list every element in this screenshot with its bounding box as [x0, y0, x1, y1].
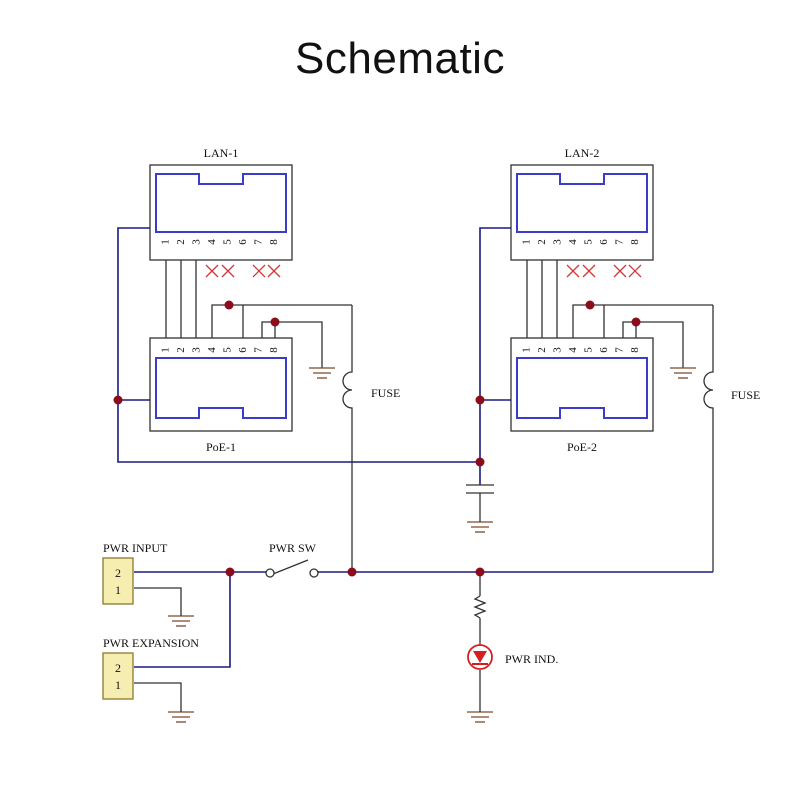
ground-icon — [467, 711, 493, 723]
lan1-label: LAN-1 — [204, 146, 239, 160]
no-connect-x — [267, 264, 281, 278]
no-connect-x — [221, 264, 235, 278]
no-connect-x — [582, 264, 596, 278]
set2-wiring — [479, 227, 714, 572]
ground-icon — [168, 615, 194, 627]
ground-icon — [168, 711, 194, 723]
no-connect-marks — [205, 264, 642, 278]
poe2-pin-6: 6 — [598, 347, 610, 353]
poe1-pin-1: 1 — [160, 347, 172, 353]
lan2-pin-2: 2 — [536, 239, 548, 245]
ground-icon — [670, 367, 696, 379]
fuse1-label: FUSE — [371, 386, 400, 400]
page-title: Schematic — [295, 34, 505, 83]
pwr-ind-label: PWR IND. — [505, 652, 558, 666]
set1-wiring — [117, 227, 480, 572]
pwr-input-connector — [102, 557, 134, 605]
lan1-pin-3: 3 — [191, 239, 203, 245]
poe1-pin-6: 6 — [237, 347, 249, 353]
ground-icon — [467, 521, 493, 533]
poe1-jack — [149, 337, 293, 432]
lan1-pin-8: 8 — [268, 239, 280, 245]
led-icon — [467, 644, 493, 670]
poe1-pin-2: 2 — [175, 347, 187, 353]
poe1-label: PoE-1 — [206, 440, 236, 454]
poe1-pin-3: 3 — [191, 347, 203, 353]
junction-dot — [475, 395, 485, 405]
lan2-pin-4: 4 — [567, 239, 579, 245]
junction-dot — [475, 457, 485, 467]
junction-dot — [347, 567, 357, 577]
pwr-expansion-pin2: 2 — [115, 661, 121, 675]
poe1-pin-5: 5 — [222, 347, 234, 353]
no-connect-x — [205, 264, 219, 278]
lan2-label: LAN-2 — [565, 146, 600, 160]
capacitor — [466, 484, 494, 522]
junction-dot — [631, 317, 641, 327]
poe1-pin-7: 7 — [253, 347, 265, 353]
lan1-pin-4: 4 — [206, 239, 218, 245]
lan1-pin-6: 6 — [237, 239, 249, 245]
poe2-pin-8: 8 — [629, 347, 641, 353]
ground-icon — [309, 367, 335, 379]
junction-dot — [113, 395, 123, 405]
pwr-input-pin1: 1 — [115, 583, 121, 597]
junction-dot — [225, 567, 235, 577]
junction-dot — [270, 317, 280, 327]
poe2-label: PoE-2 — [567, 440, 597, 454]
no-connect-x — [628, 264, 642, 278]
pwr-input-pin2: 2 — [115, 566, 121, 580]
no-connect-x — [566, 264, 580, 278]
power-wiring — [134, 559, 713, 712]
lan1-jack — [149, 164, 293, 261]
lan2-pin-3: 3 — [552, 239, 564, 245]
lan1-pin-1: 1 — [160, 239, 172, 245]
lan2-pin-1: 1 — [521, 239, 533, 245]
lan2-pin-5: 5 — [583, 239, 595, 245]
pwr-sw-label: PWR SW — [269, 541, 317, 555]
pwr-input-label: PWR INPUT — [103, 541, 168, 555]
no-connect-x — [252, 264, 266, 278]
lan1-pin-5: 5 — [222, 239, 234, 245]
poe2-pin-2: 2 — [536, 347, 548, 353]
poe2-jack — [510, 337, 654, 432]
pwr-expansion-label: PWR EXPANSION — [103, 636, 199, 650]
pwr-expansion-connector — [102, 652, 134, 700]
switch-terminal-left — [265, 568, 275, 578]
lan1-pin-2: 2 — [175, 239, 187, 245]
poe2-pin-3: 3 — [552, 347, 564, 353]
poe1-pin-4: 4 — [206, 347, 218, 353]
junction-dots — [113, 300, 641, 577]
poe2-pin-7: 7 — [614, 347, 626, 353]
lan2-pin-6: 6 — [598, 239, 610, 245]
lan1-pin-7: 7 — [253, 239, 265, 245]
poe1-pin-8: 8 — [268, 347, 280, 353]
poe2-pin-4: 4 — [567, 347, 579, 353]
pwr-expansion-pin1: 1 — [115, 678, 121, 692]
fuse2-label: FUSE — [731, 388, 760, 402]
lan2-pin-8: 8 — [629, 239, 641, 245]
junction-dot — [475, 567, 485, 577]
switch-terminal-right — [309, 568, 319, 578]
lan2-jack — [510, 164, 654, 261]
ground-symbols — [168, 367, 696, 723]
poe2-pin-5: 5 — [583, 347, 595, 353]
poe2-pin-1: 1 — [521, 347, 533, 353]
junction-dot — [585, 300, 595, 310]
junction-dot — [224, 300, 234, 310]
no-connect-x — [613, 264, 627, 278]
lan2-pin-7: 7 — [614, 239, 626, 245]
